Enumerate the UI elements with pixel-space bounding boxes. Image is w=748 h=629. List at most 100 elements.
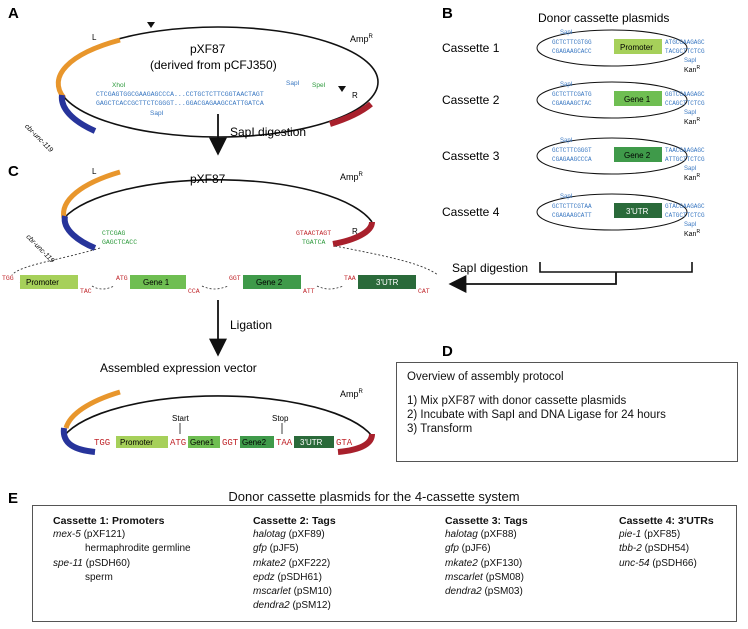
assembled-right-arm: [337, 433, 375, 455]
protocol-step-2: 2) Incubate with SapI and DNA Ligase for…: [407, 409, 666, 421]
overhang-top-1: TGG: [2, 275, 14, 282]
overhang-bot-3: ATT: [303, 288, 315, 295]
cassette-1-seq-br: TACGCTTCTCG: [665, 48, 705, 55]
arm-right-label-c: R: [352, 227, 358, 236]
cassette-2-seq-tr: GGTCGAAGAGC: [665, 91, 705, 98]
seq-taa: TAA: [276, 438, 293, 448]
assembled-gene1-label: Gene1: [190, 438, 215, 447]
panel-letter-e: E: [8, 490, 18, 507]
plasmid-origin: (derived from pCFJ350): [150, 58, 277, 72]
cassette-1-sapi-b: SapI: [684, 58, 697, 64]
site-spei: SpeI: [312, 82, 326, 89]
fragment-utr: [358, 275, 416, 289]
cassette-2: Cassette 2 Gene 1 GCTCTTCGATG CGAGAAGCTA…: [442, 81, 705, 126]
seq-ggt: GGT: [222, 438, 239, 448]
cassette-1-box: [614, 39, 662, 54]
step-label-sapi-b: SapI digestion: [452, 261, 528, 275]
c3-row: mkate2 (pXF130): [445, 557, 523, 569]
panel-letter-d: D: [442, 343, 453, 360]
c4-row: pie-1 (pXF85): [619, 529, 681, 541]
fragment-label-gene2: Gene 2: [256, 278, 283, 287]
cassette-1: Cassette 1 Promoter GCTCTTCGTGG CGAGAAGC…: [442, 29, 705, 74]
site-xhoi: XhoI: [112, 82, 126, 89]
right-arm-red: [329, 101, 373, 127]
seq-tgg: TGG: [94, 438, 110, 448]
dashed-link-left: [11, 247, 101, 276]
cassette-2-seq-br: CCAGCTTCTCG: [665, 100, 705, 107]
panel-a-plasmid: L R pXF87 (derived from pCFJ350) AmpR cb…: [23, 22, 379, 154]
fragment-gene1: [130, 275, 186, 289]
fragment-label-utr: 3'UTR: [376, 278, 399, 287]
assembled-promoter: [116, 436, 168, 448]
overhang-top-3: GGT: [229, 275, 241, 282]
donor-table: Cassette 1: Promoters mex-5 (pXF121) her…: [32, 505, 737, 622]
fragment-label-promoter: Promoter: [26, 278, 59, 287]
amp-label-assembled: AmpR: [340, 389, 364, 399]
insertion-arrowhead-left: [147, 22, 155, 28]
assembled-gene1: [188, 436, 220, 448]
assembled-promoter-label: Promoter: [120, 438, 153, 447]
cassette-4-sapi-a: SapI: [560, 194, 573, 200]
cassette-3-name: Gene 2: [624, 151, 651, 160]
plasmid-name-c: pXF87: [190, 172, 226, 186]
cassette-2-seq-bl: CGAGAAGCTAC: [552, 100, 592, 107]
insertion-arrowhead-right: [338, 86, 346, 92]
c2-row: mkate2 (pXF222): [253, 557, 331, 569]
cassette-3-seq-br: ATTGCTTCTCG: [665, 156, 705, 163]
column-cassette-4: Cassette 4: 3'UTRs pie-1 (pXF85) tbb-2 (…: [619, 514, 714, 571]
arrow-b-to-c: [448, 272, 617, 293]
overhang-bot-4: CAT: [418, 288, 430, 295]
seq-atg: ATG: [170, 438, 186, 448]
overhang-bot-2: CCA: [188, 288, 200, 295]
panel-e-title: Donor cassette plasmids for the 4-casset…: [228, 489, 520, 504]
cassette-4-seq-tl: GCTCTTCGTAA: [552, 203, 592, 210]
plasmid-name-a: pXF87: [190, 42, 226, 56]
cassette-4-box: [614, 203, 662, 218]
assembled-gene2: [240, 436, 274, 448]
c1-row-1-note: hermaphrodite germline: [85, 543, 191, 555]
c2-row: halotag (pXF89): [253, 529, 325, 541]
c4-header: Cassette 4: 3'UTRs: [619, 515, 714, 527]
fragment-promoter: [20, 275, 78, 289]
cassette-4: Cassette 4 3'UTR GCTCTTCGTAA CGAGAAGCATT…: [442, 193, 705, 238]
step-label-sapi: SapI digestion: [230, 125, 306, 139]
protocol-step-1: 1) Mix pXF87 with donor cassette plasmid…: [407, 395, 627, 407]
assembled-left-arm: [63, 389, 121, 429]
stop-label: Stop: [272, 414, 289, 423]
cassette-3-sapi-b: SapI: [684, 166, 697, 172]
cassette-1-sapi-a: SapI: [560, 30, 573, 36]
cassette-3-kan: KanR: [684, 173, 700, 182]
cassette-4-sapi-b: SapI: [684, 222, 697, 228]
assembled-backbone: [63, 395, 373, 437]
assembled-title: Assembled expression vector: [100, 361, 257, 375]
marker-label-a: cbr-unc-119: [23, 123, 54, 154]
protocol-box: Overview of assembly protocol 1) Mix pXF…: [396, 362, 738, 462]
c1-row-1: mex-5 (pXF121): [53, 529, 126, 541]
cassette-3-label: Cassette 3: [442, 149, 500, 163]
c3-row: mscarlet (pSM08): [445, 571, 524, 583]
panel-letter-c: C: [8, 163, 19, 180]
plasmid-backbone-c: [63, 178, 373, 223]
seq-top-a: CTCGAGTGGCGAAGAGCCCA...CCTGCTCTTCGGTAACT…: [96, 91, 264, 98]
cassette-1-label: Cassette 1: [442, 41, 500, 55]
cassette-3-box: [614, 147, 662, 162]
seq-left-bot-c: GAGCTCACC: [102, 239, 137, 246]
cassette-2-box: [614, 91, 662, 106]
overhang-top-2: ATG: [116, 275, 128, 282]
cassette-1-name: Promoter: [620, 43, 653, 52]
c3-row: halotag (pXF88): [445, 529, 517, 541]
cassette-1-seq-bl: CGAGAAGCACC: [552, 48, 592, 55]
cassette-2-label: Cassette 2: [442, 93, 500, 107]
seq-right-top-c: GTAACTAGT: [296, 230, 331, 237]
assembled-gene2-label: Gene2: [242, 438, 267, 447]
cassette-4-name: 3'UTR: [626, 207, 649, 216]
c4-row: unc-54 (pSDH66): [619, 557, 697, 569]
amp-label-c: AmpR: [340, 172, 364, 182]
marker-blue: [58, 94, 97, 134]
cassette-4-seq-br: CATGCTTCTCG: [665, 212, 705, 219]
c2-row: mscarlet (pSM10): [253, 586, 332, 598]
assembled-marker: [60, 427, 96, 455]
protocol-title: Overview of assembly protocol: [407, 371, 564, 383]
cassette-2-seq-tl: GCTCTTCGATG: [552, 91, 592, 98]
overhang-bot-1: TAC: [80, 288, 92, 295]
